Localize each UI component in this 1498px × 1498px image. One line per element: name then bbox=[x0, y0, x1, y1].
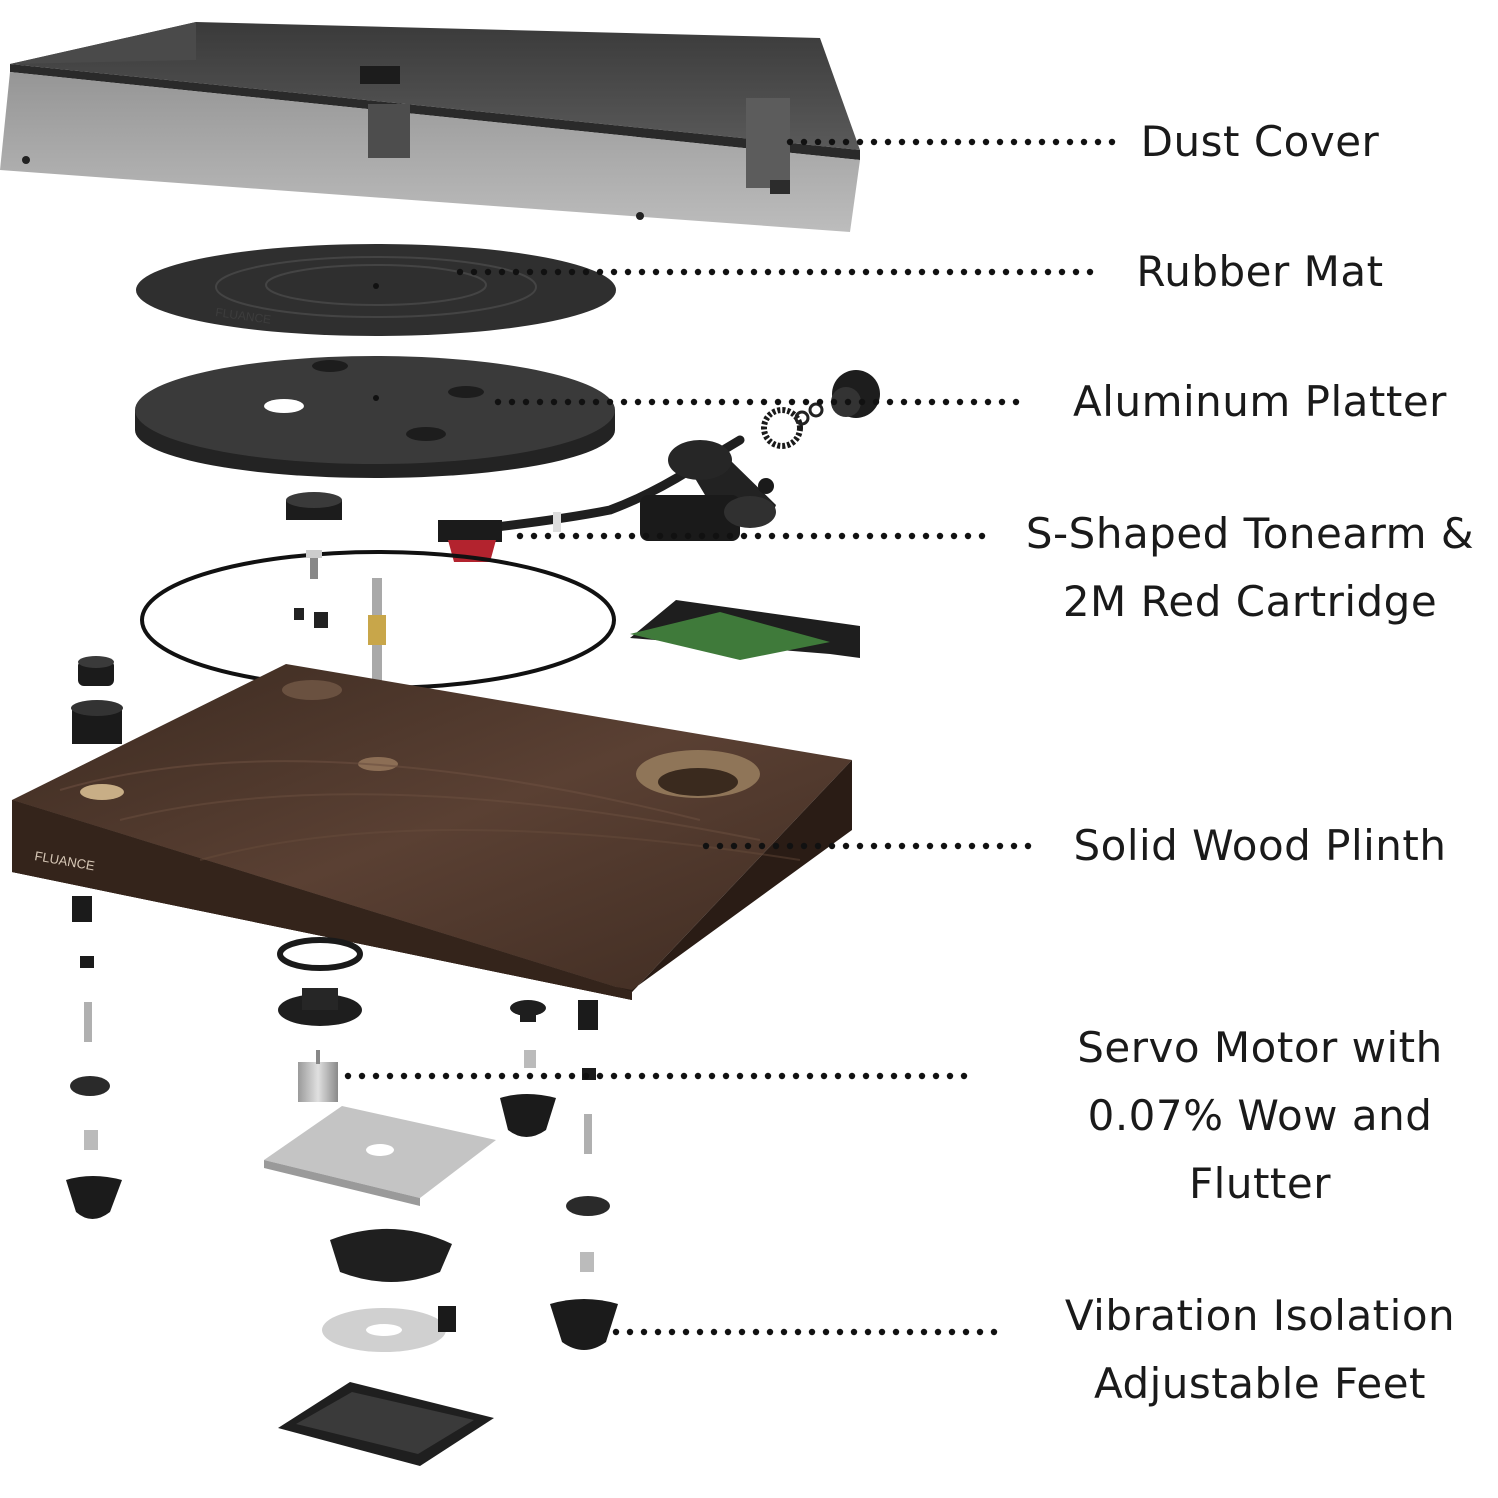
callout-text: 2M Red Cartridge bbox=[1062, 577, 1438, 626]
callout-text: Adjustable Feet bbox=[1093, 1359, 1427, 1408]
plinth-part bbox=[12, 664, 852, 1000]
callout-aluminum-platter: Aluminum Platter bbox=[1050, 368, 1470, 436]
pcb-part bbox=[630, 600, 860, 660]
callout-text: Dust Cover bbox=[1140, 117, 1380, 166]
callout-text: Flutter bbox=[1189, 1159, 1331, 1208]
callout-text: 0.07% Wow and bbox=[1087, 1091, 1433, 1140]
leader-tonearm bbox=[516, 532, 986, 540]
motor-stack bbox=[264, 937, 496, 1466]
rubber-mat-part bbox=[136, 244, 616, 336]
leader-servo-motor bbox=[344, 1072, 968, 1080]
callout-text: Aluminum Platter bbox=[1073, 377, 1447, 426]
aluminum-platter-part bbox=[135, 356, 615, 478]
belt-spindle-part bbox=[140, 550, 616, 690]
switch-part bbox=[71, 656, 123, 744]
leader-rubber-mat bbox=[456, 268, 1094, 276]
callout-text: Servo Motor with bbox=[1077, 1023, 1443, 1072]
leader-lines bbox=[344, 138, 1116, 1336]
mid-foot-stack bbox=[500, 1000, 610, 1272]
left-foot-stack bbox=[66, 896, 122, 1219]
callout-rubber-mat: Rubber Mat bbox=[1100, 238, 1420, 306]
dust-cover-part bbox=[0, 22, 860, 232]
leader-plinth bbox=[702, 842, 1032, 850]
callout-text: S-Shaped Tonearm & bbox=[1025, 509, 1475, 558]
callout-text: Rubber Mat bbox=[1136, 247, 1384, 296]
callout-tonearm: S-Shaped Tonearm & 2M Red Cartridge bbox=[1010, 500, 1490, 636]
bearing-part bbox=[286, 492, 342, 520]
leader-feet bbox=[612, 1328, 998, 1336]
callout-text: Vibration Isolation bbox=[1064, 1291, 1456, 1340]
right-foot bbox=[550, 1299, 618, 1350]
tonearm-part bbox=[438, 370, 880, 562]
callout-servo-motor: Servo Motor with 0.07% Wow and Flutter bbox=[1050, 1014, 1470, 1218]
callout-plinth: Solid Wood Plinth bbox=[1050, 812, 1470, 880]
callout-feet: Vibration Isolation Adjustable Feet bbox=[1040, 1282, 1480, 1418]
leader-aluminum-platter bbox=[494, 398, 1020, 406]
leader-dust-cover bbox=[786, 138, 1116, 146]
callout-dust-cover: Dust Cover bbox=[1100, 108, 1420, 176]
callout-text: Solid Wood Plinth bbox=[1073, 821, 1447, 870]
